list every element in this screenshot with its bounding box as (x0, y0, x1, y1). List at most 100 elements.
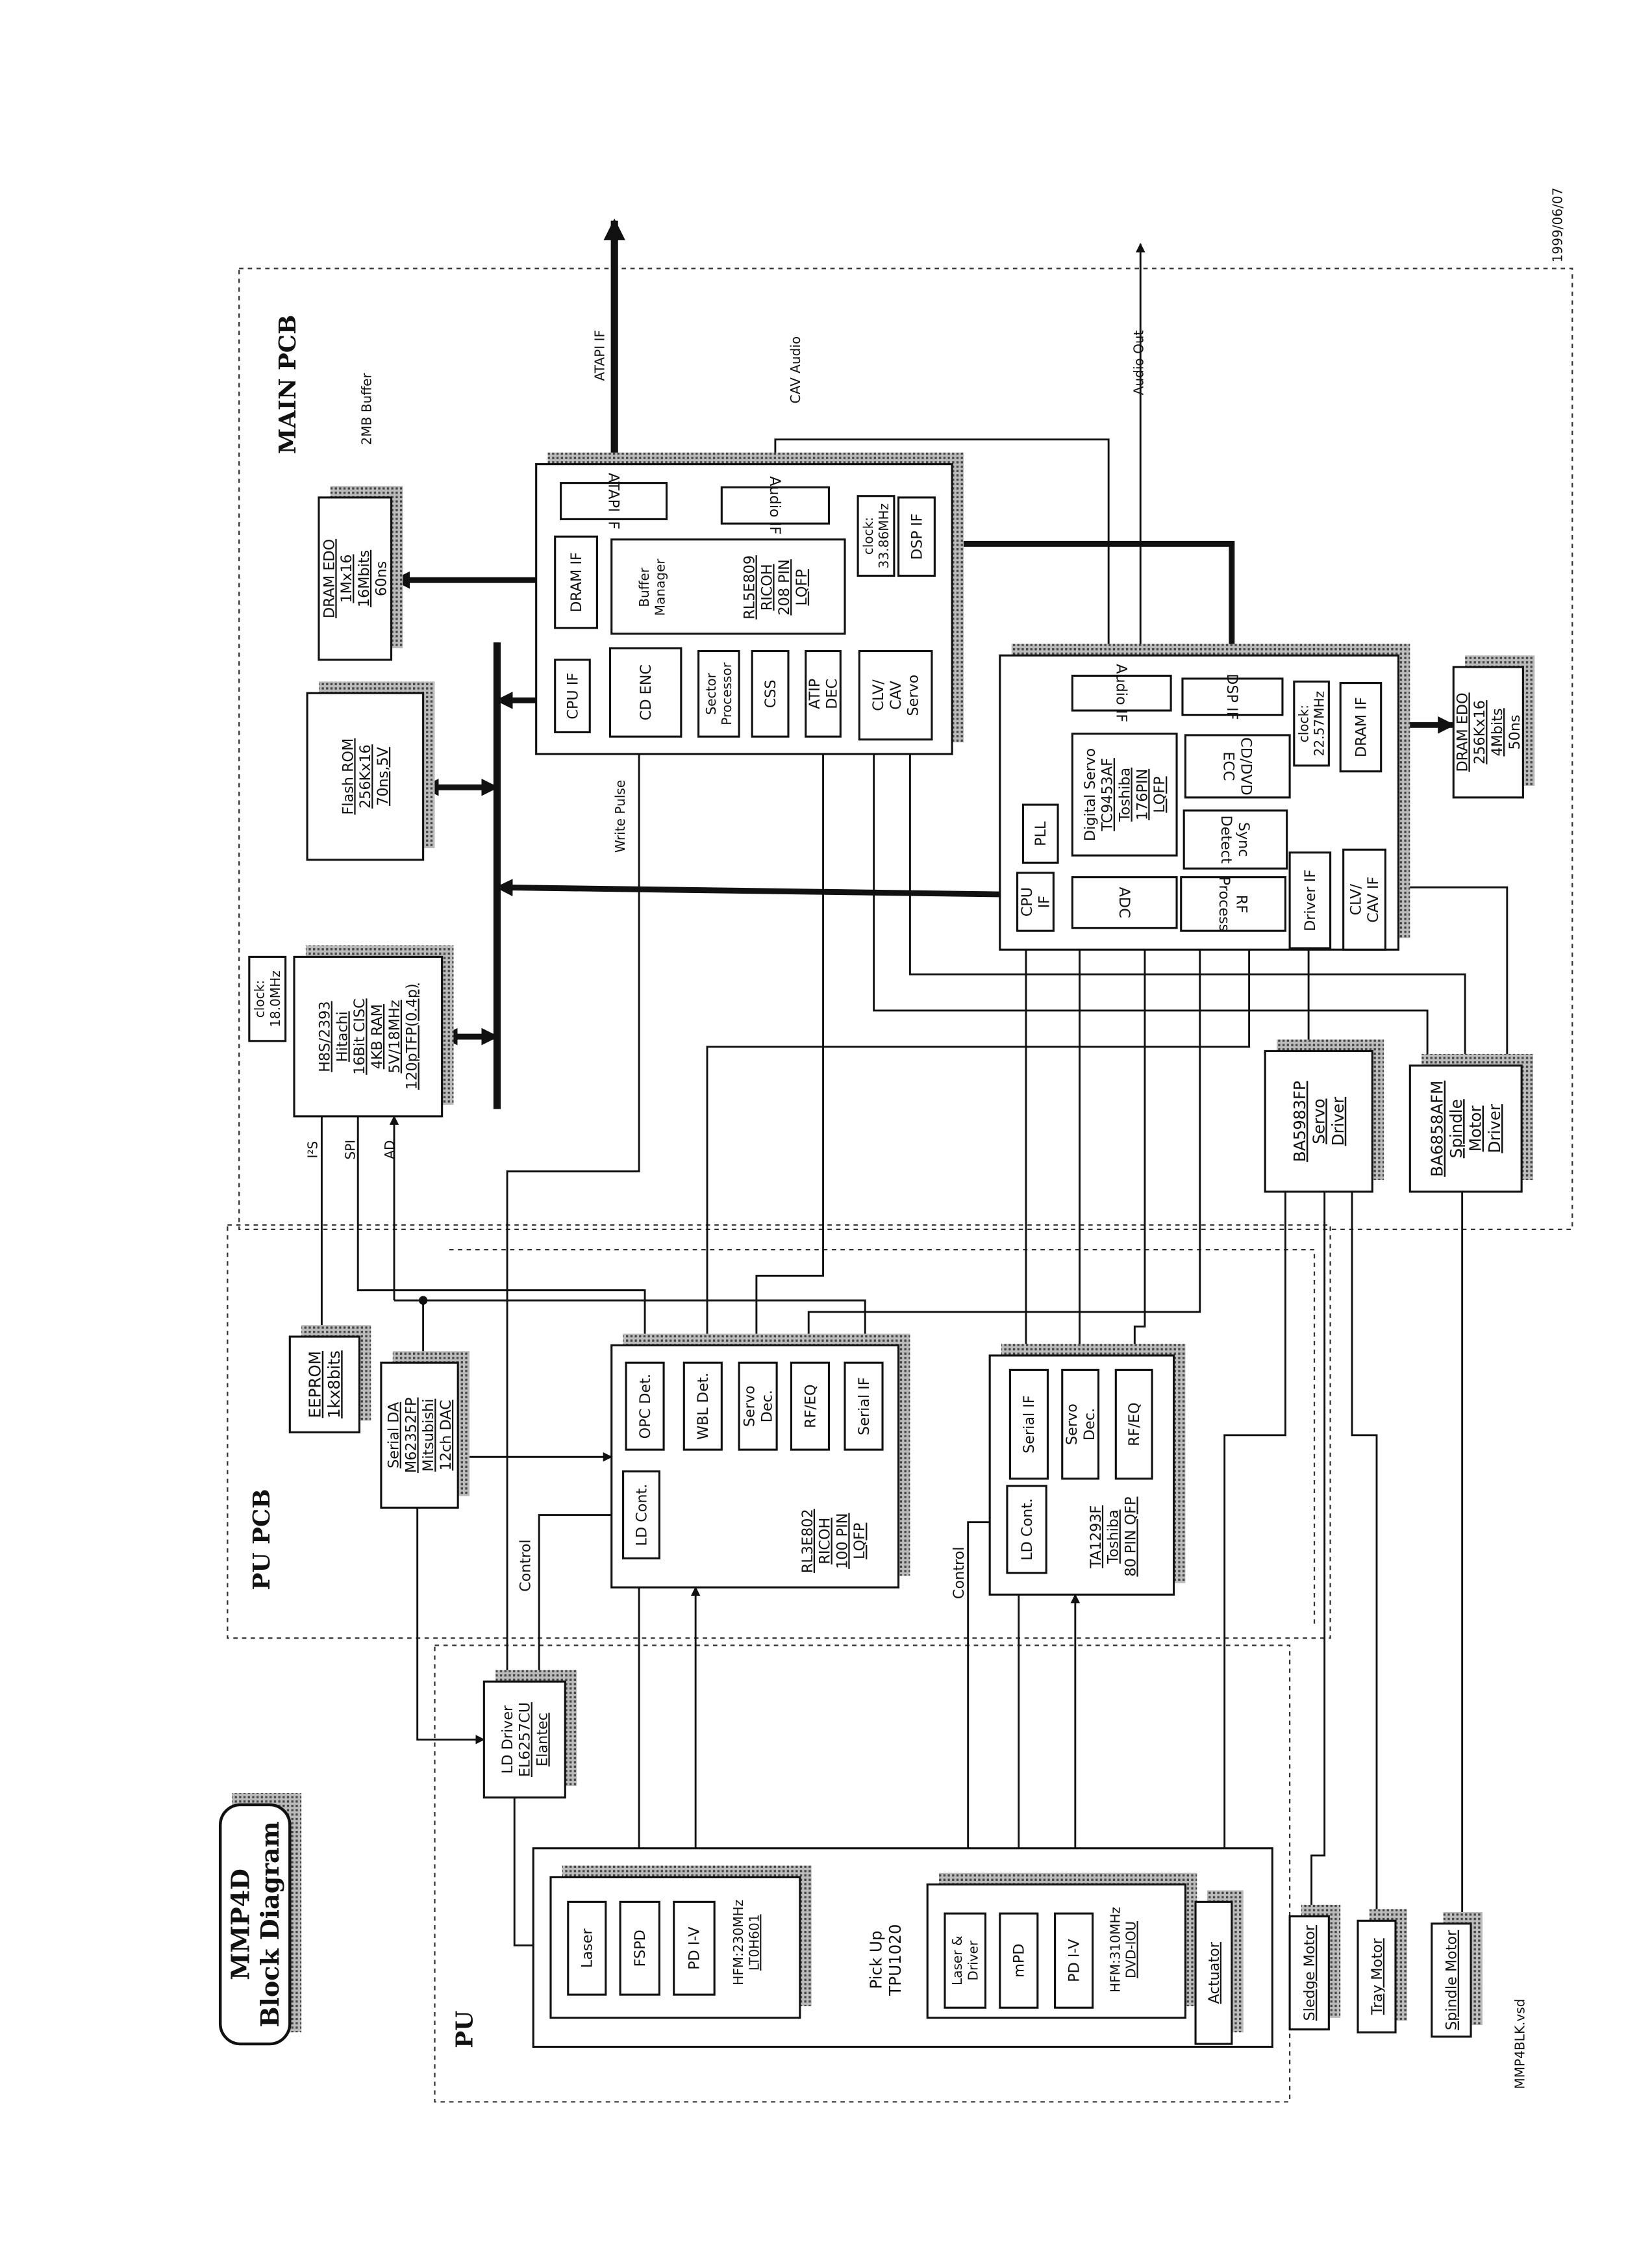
sections (227, 268, 1573, 2103)
cd-enc (608, 647, 682, 738)
ta-servo-dec (1061, 1368, 1100, 1480)
label: EEPROM (306, 1351, 325, 1418)
label: DRAM IF (568, 552, 585, 612)
label: Dec. (758, 1390, 775, 1422)
label: Buffer (636, 567, 652, 607)
label: PD I-V (686, 1926, 703, 1970)
pu-title: PU (451, 2011, 478, 2048)
atip-dec-outline (805, 649, 842, 738)
pu-pcb-region (227, 1224, 1331, 1639)
label: Serial IF (1021, 1395, 1038, 1454)
label: 256Kx16 (357, 744, 374, 809)
control-label: Control (518, 1539, 534, 1592)
label: WBL Det. (695, 1372, 712, 1440)
servo-dec-outline (738, 1361, 778, 1451)
label: Toshiba (1117, 768, 1134, 822)
mpd (999, 1912, 1039, 2009)
label: Detect (1218, 815, 1234, 864)
date: 1999/06/07 (1550, 188, 1566, 263)
sector-processor-outline (697, 649, 740, 738)
cpu-clock-outline (248, 955, 287, 1042)
label: H8S/2393 (317, 1001, 334, 1072)
opc-det-outline (625, 1361, 665, 1451)
ba6858afm-spindle-driver-outline (1408, 1064, 1523, 1193)
signal-line (1385, 886, 1512, 1067)
label: Sledge Motor (1301, 1924, 1318, 2021)
label: Flash ROM (340, 738, 357, 815)
control-line (534, 1514, 623, 1683)
ta-ld-cont (1006, 1485, 1047, 1574)
flash-rom (306, 681, 435, 861)
blocks (218, 452, 1535, 2048)
laser-driver-outline (944, 1912, 987, 2009)
label: TC9453AF (1099, 758, 1116, 832)
label: FSPD (632, 1930, 649, 1967)
dram-edo-4mbit-outline (1452, 666, 1524, 799)
dram-edo-16mbit (318, 486, 403, 661)
cpu-if-outline (554, 659, 591, 734)
signal-line (1133, 927, 1150, 1370)
label: PLL (1032, 821, 1049, 846)
label: Laser & (949, 1935, 965, 1985)
ld-cont (622, 1470, 660, 1560)
label: RF/EQ (1126, 1402, 1143, 1446)
label: Servo (1064, 1404, 1081, 1445)
opc-det (625, 1361, 665, 1451)
main-pcb-region (238, 268, 1573, 1231)
css-outline (751, 649, 790, 738)
label: Spindle (1447, 1099, 1466, 1158)
label: M62352FP (403, 1398, 419, 1473)
dsp-dsp-if-outline (1181, 677, 1284, 716)
serial-da (380, 1351, 470, 1509)
label: Hitachi (334, 1011, 351, 1062)
label: 256Kx16 (1471, 700, 1488, 764)
ba5983fp-servo-driver-outline (1264, 1050, 1373, 1193)
serial-if (844, 1361, 884, 1451)
label: Actuator (1206, 1941, 1223, 2004)
label: ATIP (807, 679, 823, 709)
label: Servo (1309, 1099, 1328, 1144)
laser-outline (567, 1900, 607, 1996)
label: Toshiba (1105, 1509, 1122, 1564)
filename: MMP4BLK.vsd (1512, 1998, 1528, 2089)
eeprom (288, 1325, 371, 1433)
label: DSP IF (1223, 674, 1240, 720)
rf-eq (790, 1361, 831, 1451)
label: DRAM EDO (1454, 692, 1471, 772)
label: clock: (1296, 705, 1312, 742)
label: DRAM EDO (321, 539, 338, 618)
label: BA5983FP (1290, 1081, 1309, 1162)
ta-serial-if-outline (1008, 1368, 1049, 1480)
title-box (218, 1793, 302, 2046)
clock-33mhz (857, 495, 895, 577)
label: TPU1020 (886, 1924, 905, 1996)
dram-if-outline (554, 535, 598, 629)
label: 4KB RAM (369, 1004, 386, 1069)
audio-out-label: Audio Out (1131, 330, 1147, 395)
label: RICOH (758, 564, 775, 611)
label: Driver (1485, 1103, 1504, 1153)
label: LD Driver (499, 1705, 516, 1774)
laser (567, 1900, 607, 1996)
label: MMP4D (225, 1869, 255, 1980)
title-box-outline (218, 1803, 292, 2046)
label: Driver (965, 1940, 981, 1981)
atapi-label: ATAPI IF (592, 330, 608, 381)
sync-detect (1183, 809, 1288, 870)
ta-rf-eq-outline (1114, 1368, 1153, 1480)
wbl-det (682, 1361, 723, 1451)
mpd-outline (999, 1912, 1039, 2009)
signal-line (1220, 1191, 1286, 1903)
dsp-audio-if-outline (1071, 674, 1172, 712)
label: Process (1216, 877, 1233, 932)
label: LT0H601 (746, 1914, 762, 1970)
label: Sync (1235, 822, 1252, 857)
pll-outline (1021, 803, 1059, 864)
label: Laser (579, 1928, 596, 1968)
label: CD/DVD (1237, 737, 1254, 795)
label: 4Mbits (1489, 708, 1506, 756)
label: 22.57MHz (1312, 691, 1327, 756)
label: CD ENC (638, 664, 655, 720)
label: LQFP (1151, 776, 1168, 812)
sector-processor (697, 649, 740, 738)
